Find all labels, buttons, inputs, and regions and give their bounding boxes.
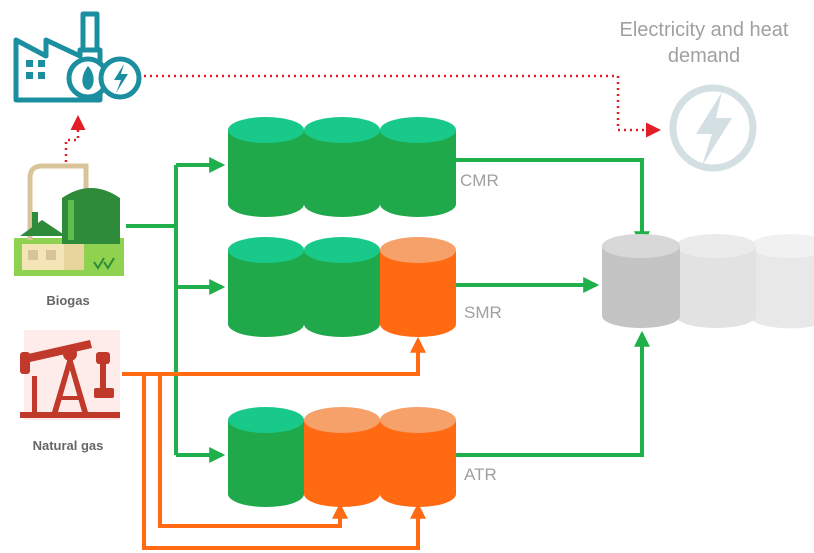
cmr-tank-2 — [304, 117, 380, 217]
product-storage — [602, 234, 814, 329]
smr-tank-2 — [304, 237, 380, 337]
smr-label: SMR — [464, 303, 502, 322]
demand-label-line1: Electricity and heat — [620, 19, 789, 41]
biogas-feed-lines — [126, 157, 226, 463]
biogas-plant-icon — [14, 163, 124, 276]
biogas-to-chp-line — [64, 115, 86, 168]
chp-plant-icon — [13, 11, 142, 103]
storage-tank — [749, 234, 814, 329]
storage-tank — [676, 234, 756, 328]
biogas-label: Biogas — [46, 293, 89, 308]
smr-tank-1 — [228, 237, 304, 337]
natural-gas-label: Natural gas — [33, 438, 104, 453]
storage-tank — [602, 234, 680, 328]
product-lines — [448, 158, 650, 457]
atr-label: ATR — [464, 465, 497, 484]
lightning-bolt-icon — [669, 84, 757, 172]
oil-pumpjack-icon — [20, 330, 120, 420]
natural-gas-feed-lines — [122, 336, 426, 550]
cmr-label: CMR — [460, 171, 499, 190]
smr-tank-3 — [380, 237, 456, 337]
cmr-tank-3 — [380, 117, 456, 217]
demand-label-line2: demand — [668, 45, 740, 67]
atr-tank-2 — [304, 407, 380, 507]
heat-link-line — [144, 74, 661, 138]
atr-tank-3 — [380, 407, 456, 507]
atr-tank-1 — [228, 407, 304, 507]
cmr-tank-1 — [228, 117, 304, 217]
reactor-tanks — [228, 117, 456, 507]
